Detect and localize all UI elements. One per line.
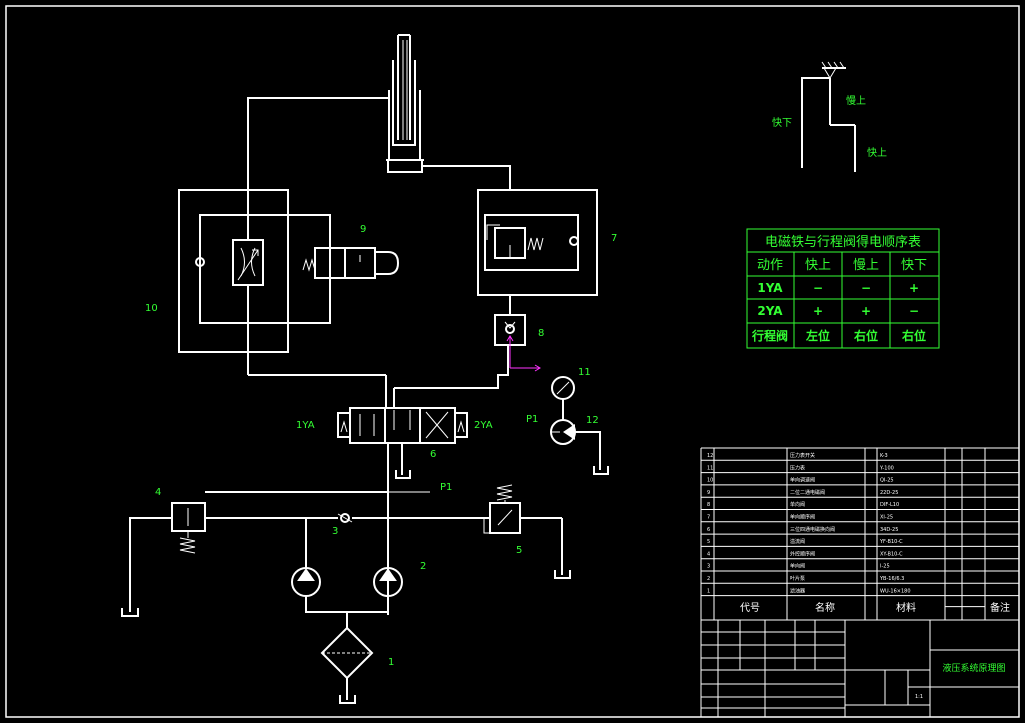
sequence-table-title: 电磁铁与行程阀得电顺序表 [765, 234, 921, 250]
seq-row3-c3: 右位 [901, 328, 926, 343]
pipelines [129, 97, 601, 700]
drawing-title: 液压系统原理图 [942, 662, 1005, 674]
seq-header-slow-up: 慢上 [853, 257, 879, 273]
parts-row-number: 8 [707, 502, 710, 508]
cycle-label-fast-up: 快上 [867, 147, 887, 159]
seq-row2-c1: + [813, 304, 823, 318]
check-valve-8 [494, 314, 541, 372]
solenoid-sequence-table [746, 228, 940, 349]
parts-row-spec: K-3 [880, 453, 888, 459]
pressure-gauge-11 [551, 376, 575, 400]
hydraulic-cylinder [386, 34, 424, 173]
speed-control-valve-10 [178, 189, 331, 353]
parts-row-name: 叶片泵 [790, 575, 805, 582]
directional-valve-6 [337, 407, 468, 444]
parts-list-grid [700, 447, 1020, 621]
seq-header-fast-up: 快上 [805, 258, 831, 273]
sequence-valve-7 [477, 189, 598, 296]
parts-row-number: 9 [707, 490, 710, 496]
parts-header-material: 材料 [896, 601, 916, 614]
callout-3: 3 [332, 526, 338, 537]
parts-header-name: 名称 [815, 601, 835, 614]
vane-pumps-2 [291, 567, 403, 597]
parts-row-spec: QI-25 [880, 478, 894, 484]
motion-cycle-diagram [801, 61, 856, 172]
solenoid-valve-9 [302, 247, 400, 279]
parts-row-spec: WU-16×180 [880, 588, 911, 594]
seq-row3-c1: 左位 [805, 328, 830, 343]
parts-row-name: 三位四通电磁换向阀 [790, 526, 835, 533]
gauge-switch-12 [550, 419, 576, 445]
callout-9: 9 [360, 224, 366, 235]
callout-1: 1 [388, 657, 394, 668]
parts-row-number: 3 [707, 564, 710, 570]
parts-row-number: 1 [707, 588, 710, 594]
seq-row3-c2: 右位 [853, 328, 878, 343]
seq-row2-label: 2YA [757, 304, 783, 318]
parts-row-spec: YB-16/6.3 [879, 576, 904, 582]
parts-row-name: 单向阀 [790, 501, 805, 508]
parts-row-number: 2 [707, 576, 710, 582]
callout-11: 11 [578, 367, 591, 378]
parts-row-spec: 34D-25 [880, 527, 898, 533]
seq-row2-c2: + [861, 304, 871, 318]
parts-row-number: 7 [707, 515, 710, 521]
parts-row-number: 11 [707, 465, 713, 471]
seq-row1-c3: + [909, 281, 919, 295]
seq-header-fast-down: 快下 [901, 258, 927, 273]
callout-4: 4 [155, 487, 161, 498]
parts-row-name: 溢流阀 [790, 538, 805, 545]
callout-5: 5 [516, 545, 522, 556]
drawing-scale: 1:1 [915, 694, 923, 700]
callout-7: 7 [611, 233, 617, 244]
parts-header-code: 代号 [740, 602, 760, 614]
cycle-label-fast-down: 快下 [772, 117, 792, 129]
callout-2ya: 2YA [474, 420, 493, 431]
seq-header-action: 动作 [757, 258, 783, 273]
drawing-frame [5, 5, 1020, 718]
parts-row-name: 压力表开关 [790, 452, 815, 459]
parts-row-name: 压力表 [790, 464, 805, 471]
parts-row-spec: XY-B10-C [880, 551, 903, 557]
parts-header-remark: 备注 [990, 601, 1010, 614]
parts-row-number: 4 [707, 551, 710, 557]
callout-6: 6 [430, 449, 436, 460]
parts-row-number: 12 [707, 453, 713, 459]
parts-row-number: 10 [707, 478, 713, 484]
callout-1ya: 1YA [296, 420, 315, 431]
parts-row-number: 6 [707, 527, 710, 533]
seq-row3-label: 行程阀 [751, 328, 788, 343]
check-valve-3 [337, 513, 353, 523]
seq-row1-c2: − [861, 281, 871, 295]
callout-p1-line: P1 [440, 482, 452, 493]
parts-row-spec: 22D-25 [880, 490, 898, 496]
seq-row1-label: 1YA [757, 281, 783, 295]
seq-row1-c1: − [813, 281, 823, 295]
parts-row-spec: DIF-L10 [880, 502, 899, 508]
callout-12: 12 [586, 415, 599, 426]
sequence-valve-4 [171, 502, 206, 554]
callout-8: 8 [538, 328, 544, 339]
callout-10: 10 [145, 303, 158, 314]
parts-row-number: 5 [707, 539, 710, 545]
tank-symbols [121, 466, 609, 704]
title-block-grid [700, 619, 1020, 718]
relief-valve-5 [483, 484, 521, 534]
callout-2: 2 [420, 561, 426, 572]
parts-row-name: 单向顺序阀 [790, 514, 815, 521]
parts-row-name: 单向阀 [790, 563, 805, 570]
parts-row-spec: YF-B10-C [879, 539, 903, 545]
cycle-label-slow-up: 慢上 [846, 95, 866, 107]
parts-row-name: 外控顺序阀 [790, 550, 815, 557]
parts-row-spec: XI-25 [880, 515, 893, 521]
filter-1 [320, 626, 374, 680]
callout-p1-gauge: P1 [526, 414, 538, 425]
parts-row-name: 滤油器 [790, 587, 805, 594]
parts-row-spec: I-25 [880, 564, 890, 570]
seq-row2-c3: − [909, 304, 919, 318]
parts-row-spec: Y-100 [879, 465, 894, 471]
parts-row-name: 单向调速阀 [790, 477, 815, 484]
parts-row-name: 二位二通电磁阀 [790, 489, 825, 496]
